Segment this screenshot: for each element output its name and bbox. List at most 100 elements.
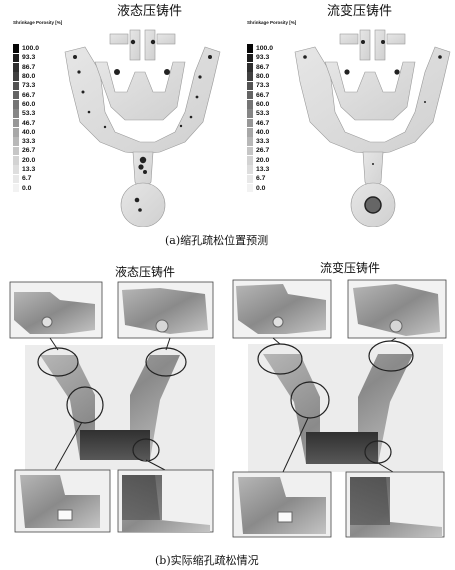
legend-swatch	[247, 90, 253, 100]
legend-label: 33.3	[256, 138, 270, 146]
legend-swatch	[13, 53, 19, 63]
legend-label: 40.0	[22, 128, 36, 136]
legend-label: 20.0	[22, 156, 36, 164]
legend-swatch	[247, 118, 253, 128]
legend-row: 80.0	[13, 72, 47, 81]
legend-label: 66.7	[22, 91, 36, 99]
legend-swatch	[13, 72, 19, 81]
legend-label: 26.7	[22, 147, 36, 155]
legend-swatch	[13, 81, 19, 91]
sim-right-title: 流变压铸件	[327, 4, 393, 19]
legend-label: 53.3	[256, 110, 270, 118]
legend-row: 6.7	[13, 174, 47, 184]
caption-a: (a)缩孔疏松位置预测	[165, 234, 269, 247]
legend-label: 60.0	[22, 100, 36, 108]
legend-row: 73.3	[247, 81, 281, 91]
legend-swatch	[13, 183, 19, 193]
legend-swatch	[13, 137, 19, 146]
legend-row: 80.0	[247, 72, 281, 81]
legend-label: 46.7	[22, 119, 36, 127]
legend-row: 66.7	[13, 90, 47, 100]
legend-row: 93.3	[247, 53, 281, 63]
legend-row: 0.0	[13, 183, 47, 193]
legend-label: 20.0	[256, 156, 270, 164]
legend-swatch	[247, 109, 253, 119]
legend-label: 0.0	[256, 184, 266, 192]
legend-swatch	[13, 118, 19, 128]
legend-label: 73.3	[256, 82, 270, 90]
legend-label: 40.0	[256, 128, 270, 136]
legend-swatch	[247, 100, 253, 109]
legend-label: 80.0	[22, 73, 36, 81]
sim-right-casting	[294, 29, 451, 227]
photo-right-group	[232, 279, 447, 538]
legend-label: 6.7	[256, 175, 266, 183]
sim-left-casting	[64, 29, 221, 227]
legend-label: 93.3	[256, 54, 270, 62]
sim-left-title: 液态压铸件	[117, 4, 183, 19]
legend-label: 53.3	[22, 110, 36, 118]
photo-left-group	[9, 281, 215, 533]
legend-swatch	[247, 72, 253, 81]
legend-label: 100.0	[256, 45, 274, 53]
legend-swatch	[247, 155, 253, 165]
legend-row: 86.7	[13, 62, 47, 72]
legend-row: 100.0	[247, 44, 281, 53]
legend-swatch	[13, 174, 19, 184]
legend-swatch	[247, 165, 253, 174]
legend-swatch	[247, 137, 253, 146]
legend-row: 60.0	[247, 100, 281, 109]
left-legend-header: Shrinkage Porosity [%]	[13, 20, 63, 25]
legend-row: 53.3	[13, 109, 47, 119]
legend-label: 0.0	[22, 184, 32, 192]
legend-label: 6.7	[22, 175, 32, 183]
legend-label: 60.0	[256, 100, 270, 108]
legend-row: 66.7	[247, 90, 281, 100]
legend-row: 60.0	[13, 100, 47, 109]
legend-label: 80.0	[256, 73, 270, 81]
legend-swatch	[13, 90, 19, 100]
legend-swatch	[247, 44, 253, 53]
legend-label: 93.3	[22, 54, 36, 62]
legend-row: 13.3	[247, 165, 281, 174]
legend-swatch	[13, 155, 19, 165]
legend-row: 53.3	[247, 109, 281, 119]
legend-swatch	[247, 128, 253, 137]
legend-label: 13.3	[22, 166, 36, 173]
legend-swatch	[13, 165, 19, 174]
photo-right-title: 流变压铸件	[320, 261, 381, 275]
legend-label: 73.3	[22, 82, 36, 90]
legend-row: 0.0	[247, 183, 281, 193]
legend-swatch	[247, 62, 253, 72]
legend-swatch	[13, 44, 19, 53]
legend-row: 93.3	[13, 53, 47, 63]
legend-label: 33.3	[22, 138, 36, 146]
right-legend-header: Shrinkage Porosity [%]	[247, 20, 297, 25]
legend-swatch	[13, 146, 19, 156]
legend-label: 100.0	[22, 45, 40, 53]
legend-row: 13.3	[13, 165, 47, 174]
legend-label: 86.7	[22, 63, 36, 71]
caption-b: (b)实际缩孔疏松情况	[155, 554, 259, 567]
legend-swatch	[13, 62, 19, 72]
legend-row: 33.3	[13, 137, 47, 146]
legend-row: 40.0	[247, 128, 281, 137]
legend-swatch	[247, 81, 253, 91]
legend-swatch	[247, 53, 253, 63]
legend-row: 20.0	[13, 155, 47, 165]
legend-row: 33.3	[247, 137, 281, 146]
legend-row: 6.7	[247, 174, 281, 184]
legend-row: 46.7	[13, 118, 47, 128]
legend-row: 100.0	[13, 44, 47, 53]
legend-swatch	[13, 128, 19, 137]
legend-swatch	[247, 183, 253, 193]
legend-row: 73.3	[13, 81, 47, 91]
legend-label: 86.7	[256, 63, 270, 71]
legend-row: 20.0	[247, 155, 281, 165]
legend-row: 40.0	[13, 128, 47, 137]
legend-swatch	[13, 100, 19, 109]
legend-row: 26.7	[13, 146, 47, 156]
photo-left-title: 液态压铸件	[115, 265, 176, 279]
